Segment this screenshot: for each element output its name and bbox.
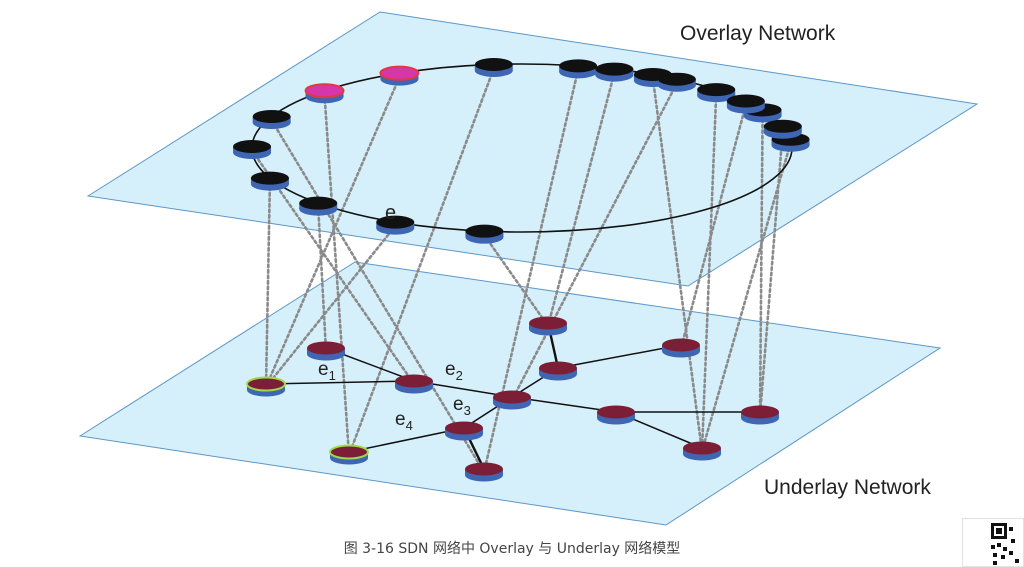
mapping-line-17 (510, 81, 679, 402)
qr-code-icon (962, 518, 1024, 567)
overlay-node-18 (595, 62, 634, 82)
mapping-line-15 (758, 129, 785, 417)
underlay-link-11 (348, 427, 465, 453)
overlay-node-16 (726, 94, 765, 114)
underlay-endpoint-node-4 (246, 376, 286, 397)
overlay-node-10 (559, 59, 598, 79)
overlay-plane (86, 11, 979, 287)
underlay-endpoint-node-12 (329, 444, 369, 465)
underlay-node-13 (465, 462, 503, 482)
overlay-edge-label: e (385, 202, 396, 224)
mapping-line-7 (323, 93, 351, 457)
mapping-line-9 (347, 67, 496, 457)
underlay-edge-label-3: e3 (453, 394, 471, 418)
underlay-node-8 (597, 405, 635, 425)
underlay-node-5 (395, 374, 433, 394)
underlay-node-6 (539, 361, 577, 381)
underlay-link-6 (557, 344, 682, 369)
overlay-nodes (233, 57, 810, 244)
mapping-line-12 (700, 92, 718, 453)
mapping-line-2 (264, 224, 397, 389)
mapping-line-13 (758, 112, 764, 417)
overlay-node-7 (304, 83, 345, 104)
mapping-line-3 (316, 205, 328, 353)
mapping-line-14 (700, 141, 792, 453)
overlay-node-1 (465, 224, 504, 244)
mapping-lines (250, 67, 792, 474)
underlay-edge-label-4: e4 (395, 409, 413, 433)
mapping-line-16 (679, 103, 748, 350)
overlay-node-9 (474, 57, 513, 77)
underlay-node-2 (529, 316, 567, 336)
underlay-edge-label-1: e1 (318, 359, 336, 383)
underlay-node-7 (493, 390, 531, 410)
overlay-network-title: Overlay Network (680, 22, 836, 45)
mapping-line-4 (264, 180, 272, 389)
mapping-line-11 (651, 77, 704, 453)
overlay-node-5 (233, 140, 272, 160)
underlay-edge-label-2: e2 (445, 359, 463, 383)
overlay-node-8 (379, 65, 420, 86)
overlay-node-15 (763, 119, 802, 139)
underlay-node-11 (683, 441, 721, 461)
underlay-node-10 (445, 421, 483, 441)
underlay-node-1 (307, 341, 345, 361)
overlay-node-17 (657, 72, 696, 92)
figure-caption: 图 3-16 SDN 网络中 Overlay 与 Underlay 网络模型 (343, 541, 681, 557)
overlay-node-3 (299, 196, 338, 216)
underlay-nodes (246, 316, 779, 482)
mapping-line-6 (270, 119, 486, 474)
mapping-line-1 (483, 233, 550, 328)
underlay-link-2 (265, 380, 415, 385)
overlay-node-2 (376, 215, 415, 235)
mapping-line-8 (264, 75, 401, 389)
underlay-network-title: Underlay Network (764, 476, 931, 499)
mapping-line-18 (546, 71, 616, 328)
underlay-node-3 (662, 338, 700, 358)
overlay-node-6 (252, 110, 291, 130)
overlay-node-12 (697, 83, 736, 103)
underlay-node-9 (741, 405, 779, 425)
overlay-node-4 (250, 171, 289, 191)
